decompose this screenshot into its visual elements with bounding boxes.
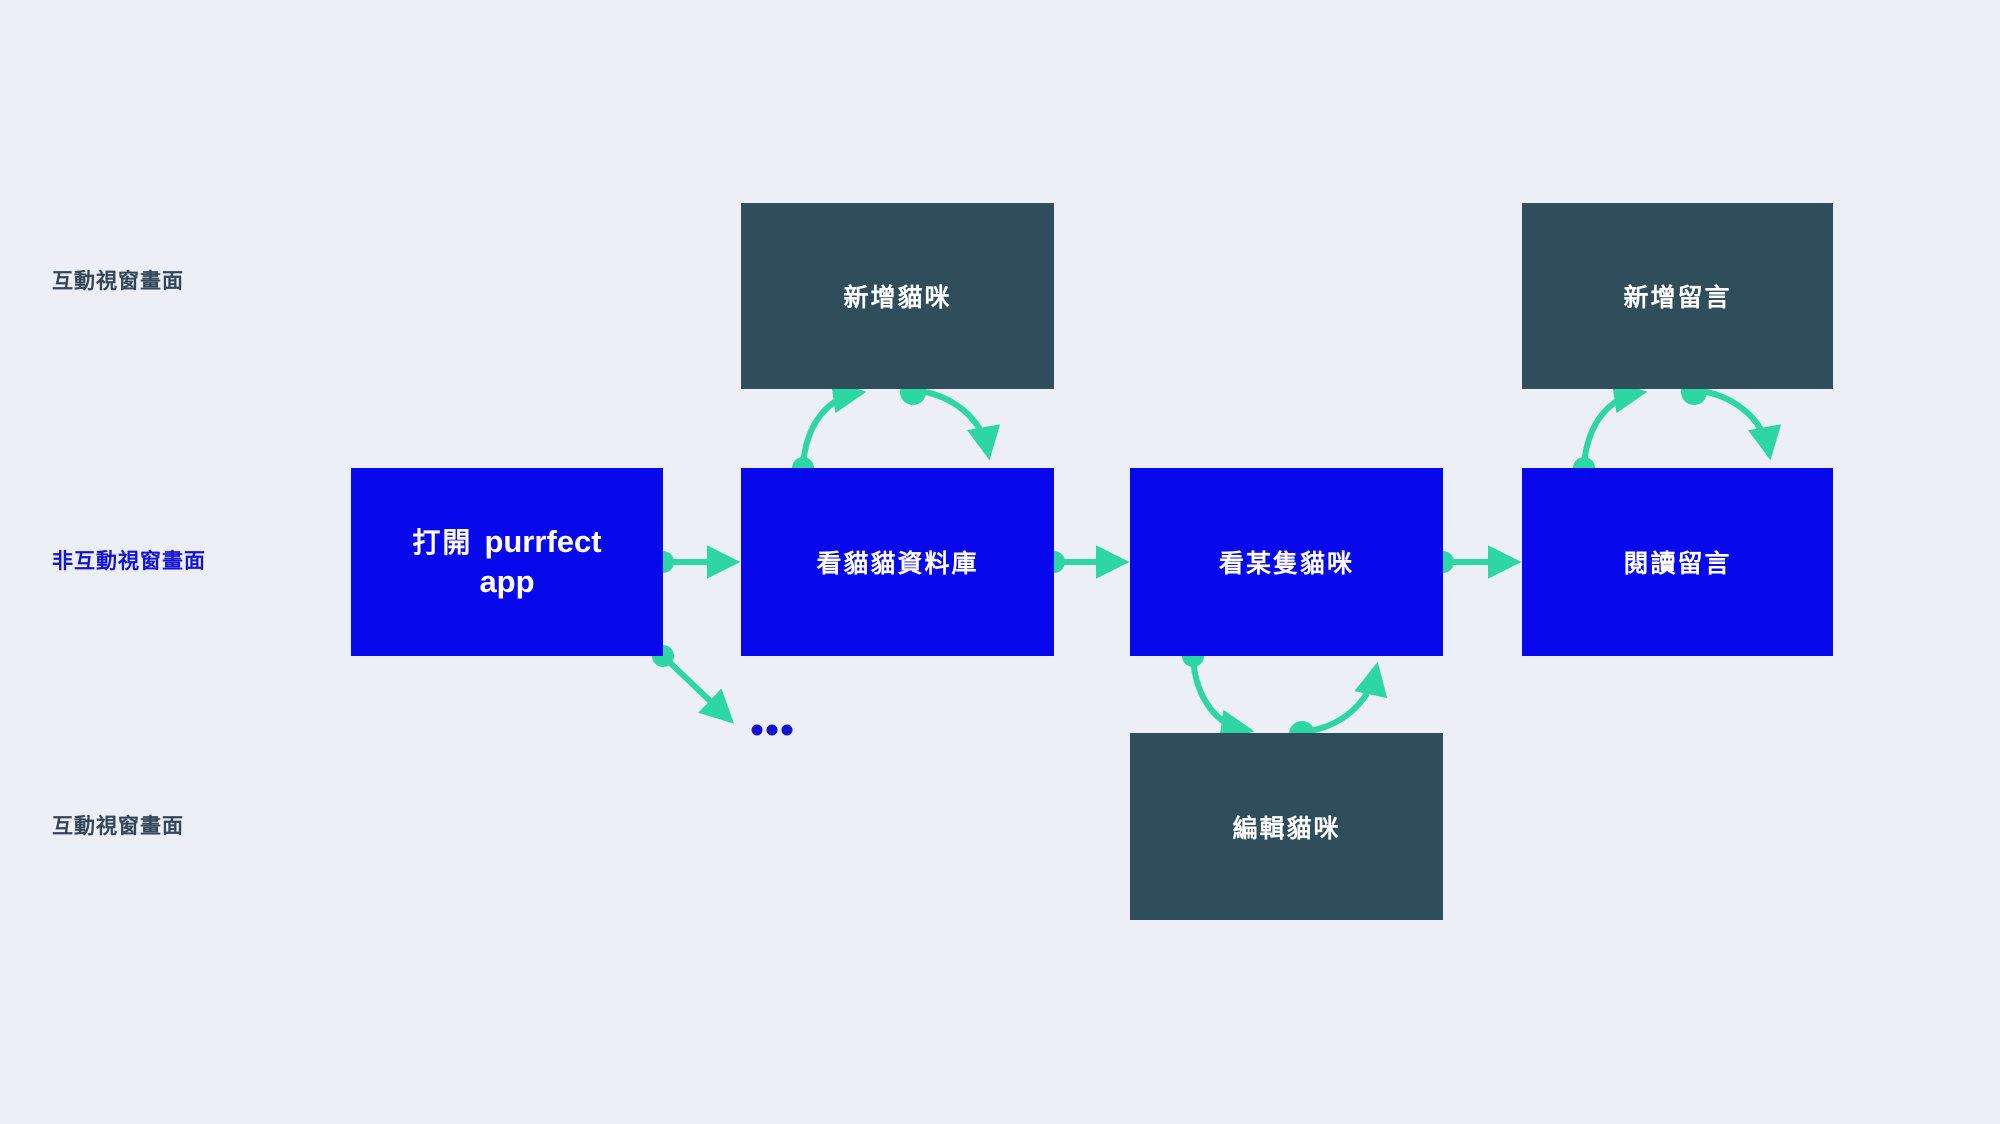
node-open-app-label: 打開 purrfect app xyxy=(412,523,601,601)
node-open-app-brand-line1: purrfect xyxy=(484,524,602,559)
connector-add-comment-to-read-comments xyxy=(1681,379,1782,461)
node-single-cat-label: 看某隻貓咪 xyxy=(1218,550,1354,578)
node-add-comment-label: 新增留言 xyxy=(1623,284,1732,312)
connector-single-cat-to-edit-cat xyxy=(1182,645,1255,744)
connector-cat-database-to-single-cat xyxy=(1043,545,1130,579)
node-single-cat: 看某隻貓咪 xyxy=(1130,468,1443,656)
node-read-comments: 閱讀留言 xyxy=(1522,468,1833,656)
connector-add-cat-to-cat-database xyxy=(900,379,1001,461)
row-label-interactive-top: 互動視窗畫面 xyxy=(52,270,184,293)
connector-single-cat-to-read-comments xyxy=(1432,545,1522,579)
node-add-cat: 新增貓咪 xyxy=(741,203,1054,389)
node-cat-database-label: 看貓貓資料庫 xyxy=(816,550,979,578)
connector-open-app-to-more xyxy=(652,645,735,724)
node-cat-database: 看貓貓資料庫 xyxy=(741,468,1054,656)
connector-cat-database-to-add-cat xyxy=(792,379,867,479)
row-label-interactive-bottom: 互動視窗畫面 xyxy=(52,815,184,838)
node-add-cat-label: 新增貓咪 xyxy=(843,284,952,312)
node-open-app-brand-line2: app xyxy=(479,564,535,599)
node-open-app-prefix: 打開 xyxy=(412,527,473,558)
connector-open-app-to-cat-database xyxy=(652,545,741,579)
node-edit-cat: 編輯貓咪 xyxy=(1130,733,1443,920)
node-edit-cat-label: 編輯貓咪 xyxy=(1232,814,1341,843)
node-open-app: 打開 purrfect app xyxy=(351,468,663,656)
node-read-comments-label: 閱讀留言 xyxy=(1623,550,1732,578)
node-add-comment: 新增留言 xyxy=(1522,203,1833,389)
connector-read-comments-to-add-comment xyxy=(1573,379,1648,479)
more-dots-icon xyxy=(751,724,793,736)
row-label-non-interactive: 非互動視窗畫面 xyxy=(52,550,206,573)
